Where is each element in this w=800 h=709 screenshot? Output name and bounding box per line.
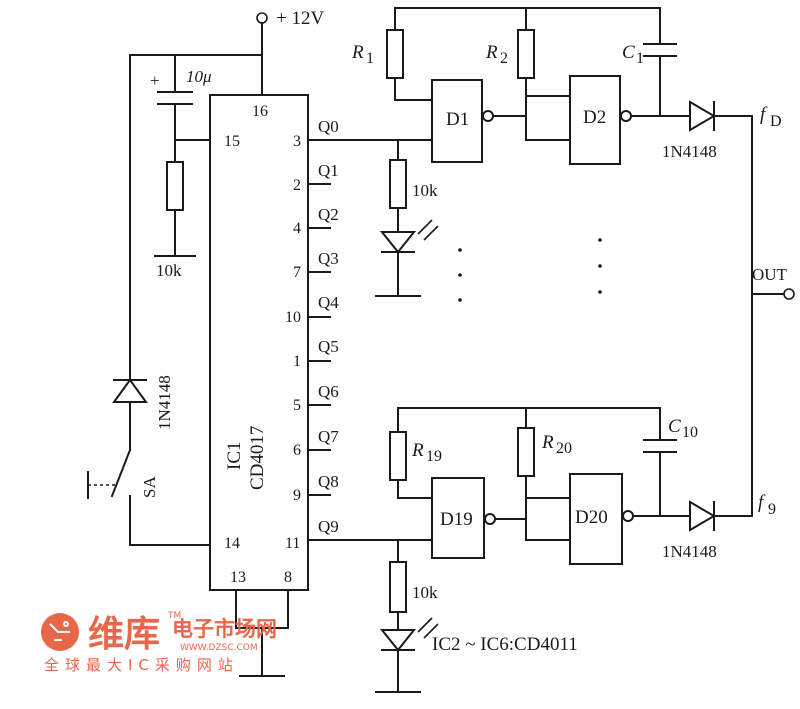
diode-left-symbol	[112, 378, 148, 403]
pin-3: 3	[293, 133, 301, 150]
pin-6: 6	[293, 442, 301, 459]
label-q7: Q7	[318, 427, 339, 446]
led-top-rays	[417, 219, 439, 241]
diode-top-symbol	[689, 100, 716, 132]
gate-d19-bubble	[484, 513, 496, 525]
out-label: OUT	[752, 265, 788, 284]
res-led-top-value: 10k	[412, 181, 438, 200]
out-terminal	[783, 288, 795, 300]
power-label: + 12V	[276, 8, 324, 29]
gate-d2-label: D2	[583, 107, 606, 128]
label-q0: Q0	[318, 117, 339, 136]
gate-d20	[569, 473, 623, 565]
c10-sub: 10	[682, 424, 698, 441]
r1-label: R	[351, 42, 364, 63]
label-q6: Q6	[318, 382, 339, 401]
f9-label: f	[758, 492, 766, 513]
res-reset-value: 10k	[156, 261, 182, 280]
cap-plus: +	[150, 71, 160, 90]
pin-11: 11	[285, 535, 300, 552]
gate-d1-label: D1	[446, 109, 469, 130]
f9-sub: 9	[768, 501, 776, 518]
switch-label: SA	[140, 476, 159, 498]
ic-note: IC2 ~ IC6:CD4011	[432, 634, 578, 655]
res-led-bottom-value: 10k	[412, 583, 438, 602]
diode-bottom-symbol	[689, 500, 716, 532]
c10-label: C	[668, 416, 681, 437]
label-q3: Q3	[318, 249, 339, 268]
pin-2: 2	[293, 177, 301, 194]
fd-sub: D	[770, 113, 782, 130]
gate-d1-bubble	[482, 110, 494, 122]
c1-sub: 1	[636, 50, 644, 67]
label-q2: Q2	[318, 205, 339, 224]
led-bottom-rays	[417, 617, 439, 639]
r20-sub: 20	[556, 440, 572, 457]
resistor-led-bottom	[389, 561, 407, 613]
led-bottom-symbol	[379, 629, 417, 652]
power-terminal	[256, 12, 268, 24]
r19-label: R	[411, 440, 424, 461]
output-stubs	[307, 183, 331, 496]
label-q9: Q9	[318, 517, 339, 536]
resistor-r19	[389, 431, 407, 481]
r1-sub: 1	[366, 50, 374, 67]
resistor-r20	[517, 427, 535, 477]
label-q8: Q8	[318, 472, 339, 491]
ic1-body	[209, 94, 309, 591]
resistor-reset	[166, 161, 184, 211]
logo-brand: 维库	[88, 614, 160, 655]
gate-d19-label: D19	[440, 509, 473, 530]
logo-slogan: 全球最大IC采购网站	[44, 656, 239, 674]
logo-tm: TM	[167, 611, 181, 621]
label-q4: Q4	[318, 293, 339, 312]
watermark-logo: 维库 TM 电子市场网 WWW.DZSC.COM 全球最大IC采购网站	[41, 611, 277, 674]
fd-label: f	[760, 104, 768, 125]
logo-title: 电子市场网	[172, 617, 277, 641]
gate-d1	[431, 79, 483, 163]
pin-4: 4	[293, 220, 301, 237]
ic1-name: IC1	[224, 442, 245, 471]
diode-left-label: 1N4148	[155, 375, 174, 430]
label-q5: Q5	[318, 337, 339, 356]
pin-10: 10	[285, 309, 301, 326]
pin-7: 7	[293, 264, 301, 281]
logo-url: WWW.DZSC.COM	[180, 643, 258, 653]
pin-16: 16	[252, 103, 268, 120]
r2-label: R	[485, 42, 498, 63]
resistor-r1	[386, 29, 404, 79]
r19-sub: 19	[426, 448, 442, 465]
pin-14: 14	[224, 535, 240, 552]
cap-value: 10μ	[186, 67, 212, 86]
diode-bottom-label: 1N4148	[662, 542, 717, 561]
pin-8: 8	[284, 569, 292, 586]
label-q1: Q1	[318, 161, 339, 180]
gate-d20-label: D20	[575, 507, 608, 528]
resistor-led-top	[389, 159, 407, 209]
logo-chip-traces	[49, 621, 70, 641]
pin-1: 1	[293, 353, 301, 370]
r20-label: R	[541, 432, 554, 453]
switch-blade	[110, 448, 132, 498]
gate-d2-bubble	[620, 110, 632, 122]
pin-5: 5	[293, 397, 301, 414]
gate-d2	[569, 75, 621, 165]
pin-9: 9	[293, 487, 301, 504]
r2-sub: 2	[500, 50, 508, 67]
gate-d19	[431, 477, 485, 559]
gate-d20-bubble	[622, 510, 634, 522]
pin-15: 15	[224, 133, 240, 150]
resistor-r2	[517, 29, 535, 79]
pin-13: 13	[230, 569, 246, 586]
ellipsis-dots	[458, 238, 602, 302]
diode-top-label: 1N4148	[662, 142, 717, 161]
ic1-part: CD4017	[247, 426, 268, 490]
c1-label: C	[622, 42, 635, 63]
led-top-symbol	[379, 231, 417, 254]
